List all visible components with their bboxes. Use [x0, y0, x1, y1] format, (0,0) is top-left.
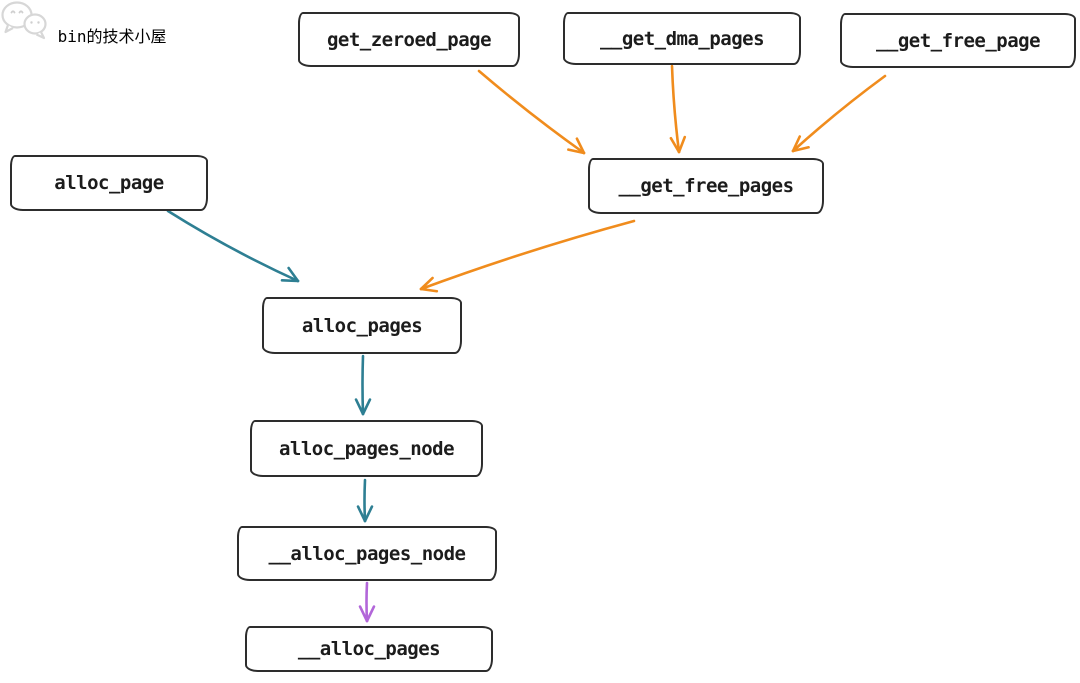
node-label: __get_free_pages: [618, 175, 794, 197]
edge-alloc_pages_node-to-alloc_pages_node2: [356, 478, 374, 523]
node-alloc_pages_node: alloc_pages_node: [250, 420, 483, 477]
node-label: alloc_pages_node: [278, 437, 455, 460]
node-label: __alloc_pages_node: [268, 542, 466, 565]
wechat-icon: [0, 1, 58, 46]
node-label: alloc_pages: [301, 314, 423, 337]
edge-get_free_pages-to-alloc_pages: [419, 219, 636, 293]
edge-get_free_page-to-get_free_pages: [791, 74, 887, 153]
node-get_dma_pages: __get_dma_pages: [563, 12, 801, 65]
watermark: bin的技术小屋: [0, 0, 1080, 47]
watermark-label: bin的技术小屋: [57, 27, 167, 46]
edge-alloc_page-to-alloc_pages: [166, 209, 300, 283]
node-label: alloc_page: [54, 172, 164, 194]
edge-get_dma_pages-to-get_free_pages: [669, 64, 687, 154]
node-alloc_pages_node2: __alloc_pages_node: [237, 526, 497, 581]
node-alloc_page: alloc_page: [10, 155, 208, 211]
edge-alloc_pages_node2-to-alloc_pages_int: [358, 581, 376, 623]
node-get_free_page: __get_free_page: [840, 13, 1076, 68]
node-get_free_pages: __get_free_pages: [588, 158, 824, 214]
node-get_zeroed_page: get_zeroed_page: [298, 12, 520, 67]
node-label: __alloc_pages: [297, 638, 441, 660]
node-label: __get_free_page: [875, 29, 1041, 52]
node-alloc_pages: alloc_pages: [262, 297, 462, 354]
edge-alloc_pages-to-alloc_pages_node: [354, 354, 372, 416]
node-label: __get_dma_pages: [599, 27, 765, 50]
node-label: get_zeroed_page: [326, 28, 492, 51]
node-alloc_pages_int: __alloc_pages: [245, 626, 493, 672]
edge-get_zeroed_page-to-get_free_pages: [477, 69, 586, 155]
